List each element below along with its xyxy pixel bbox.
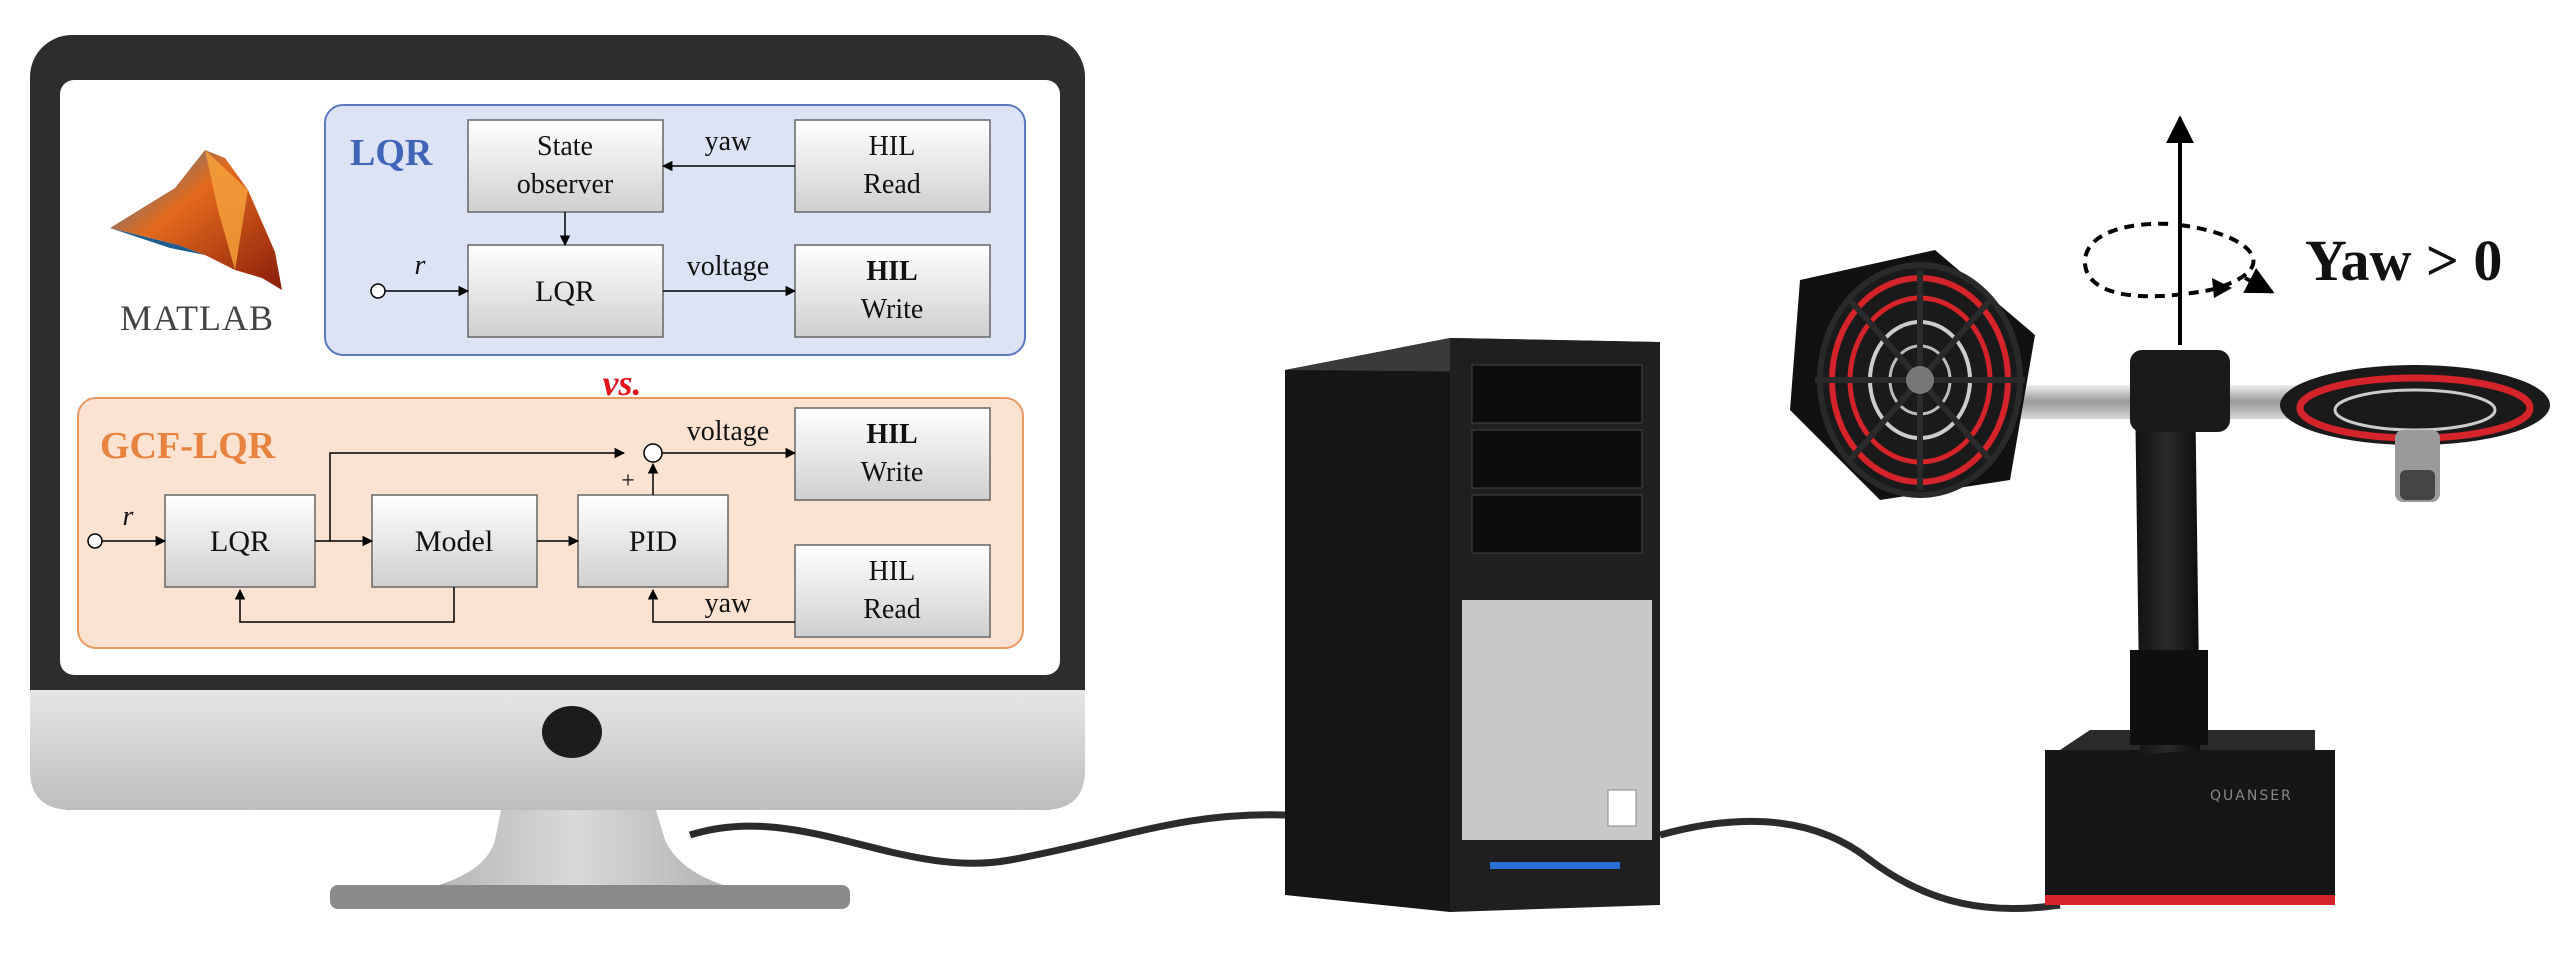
rig-base [2045,750,2335,905]
lqr-panel-title: LQR [350,132,433,174]
pc-rig-cable [1659,817,2061,912]
gcf-hil-write-block[interactable] [794,407,991,501]
matlab-logo: MATLAB [110,150,282,338]
summing-junction [643,443,663,463]
monitor-pc-cable [688,811,1286,867]
rotor-rig: QUANSER [1790,115,2550,905]
svg-text:Write: Write [861,457,924,488]
svg-text:HIL: HIL [866,256,917,287]
state-observer-block[interactable] [467,119,664,213]
rig-right-rotor [2280,365,2550,502]
yaw-rotation-arrow [2082,221,2256,299]
gcf-yaw-line [647,588,795,623]
gcf-hil-read-block[interactable] [794,544,991,638]
rig-tower-joint [2130,650,2208,745]
matlab-logo-text: MATLAB [120,298,274,338]
pc-drive-bay-1 [1471,364,1643,424]
gcf-reference-label: r [123,501,134,532]
voltage-signal-label: voltage [687,251,769,282]
svg-text:State: State [537,131,593,162]
svg-text:Write: Write [861,294,924,325]
reference-label: r [415,250,426,281]
svg-text:Model: Model [415,525,493,558]
model-feedback-line [234,587,455,623]
hil-read-block[interactable] [794,119,991,213]
gcf-reference-input-port [87,533,103,549]
svg-text:HIL: HIL [866,419,917,450]
rig-left-rotor-hub [1906,366,1934,394]
reference-input-port [370,283,386,299]
svg-text:PID: PID [629,525,677,558]
monitor-stand [330,790,820,900]
yaw-signal-label: yaw [705,126,752,157]
svg-text:HIL: HIL [869,131,916,162]
monitor-camera [542,706,602,758]
model-block[interactable] [371,494,538,588]
lqr-branch-line [329,447,626,541]
hil-write-block[interactable] [794,244,991,338]
rig-base-brand: QUANSER [2210,788,2293,804]
gcf-lqr-block[interactable] [164,494,316,588]
pc-side-panel [1285,338,1450,912]
versus-label: vs. [603,363,642,403]
pid-block[interactable] [577,494,729,588]
svg-text:Read: Read [863,594,921,625]
rig-hub [2130,350,2230,432]
svg-text:observer: observer [517,169,614,200]
monitor-stand-base [330,885,850,909]
pc-drive-bay-3 [1471,494,1643,554]
svg-text:Read: Read [863,169,921,200]
gcf-lqr-panel-title: GCF-LQR [100,425,276,467]
gcf-lqr-panel: GCF-LQR LQR Model PID HIL Write HIL Read… [77,397,1024,649]
pc-tower [1285,338,1660,912]
pc-sticker [1607,789,1637,827]
rig-base-red-stripe [2045,895,2335,905]
pc-drive-bay-2 [1471,429,1643,489]
plus-sign: + [621,468,635,494]
yaw-label: Yaw > 0 [2305,228,2502,293]
rig-left-rotor [1790,250,2035,500]
svg-text:LQR: LQR [535,275,595,308]
lqr-panel: LQR State observer HIL Read LQR HIL Writ… [324,104,1026,356]
gcf-voltage-label: voltage [687,416,769,447]
pc-power-led-strip [1490,862,1620,869]
svg-text:HIL: HIL [869,556,916,587]
gcf-yaw-label: yaw [705,588,752,619]
svg-text:LQR: LQR [210,525,270,558]
